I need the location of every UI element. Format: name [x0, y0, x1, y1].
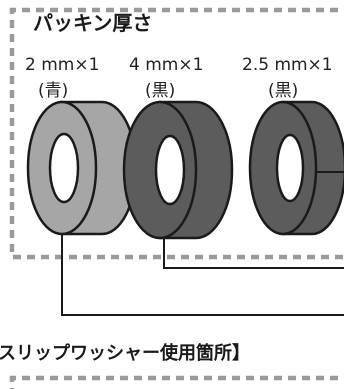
leader-line — [163, 238, 344, 269]
packing-color-label: (黒) — [145, 81, 175, 101]
leader-line — [61, 234, 344, 316]
packing-size-label: 4 mm×1 — [129, 55, 203, 75]
usage-box-frame — [9, 375, 344, 389]
packing-size-label: 2 mm×1 — [25, 55, 99, 75]
packing-ring — [248, 100, 344, 236]
packing-ring — [122, 100, 234, 240]
packing-ring — [26, 100, 138, 236]
section-heading: スリップワッシャー使用箇所】 — [0, 342, 250, 364]
packing-box-title: パッキン厚さ — [33, 11, 152, 35]
packing-color-label: (青) — [38, 81, 68, 101]
packing-box-frame — [9, 7, 344, 260]
packing-color-label: (黒) — [268, 81, 298, 101]
packing-size-label: 2.5 mm×1 — [242, 55, 333, 75]
